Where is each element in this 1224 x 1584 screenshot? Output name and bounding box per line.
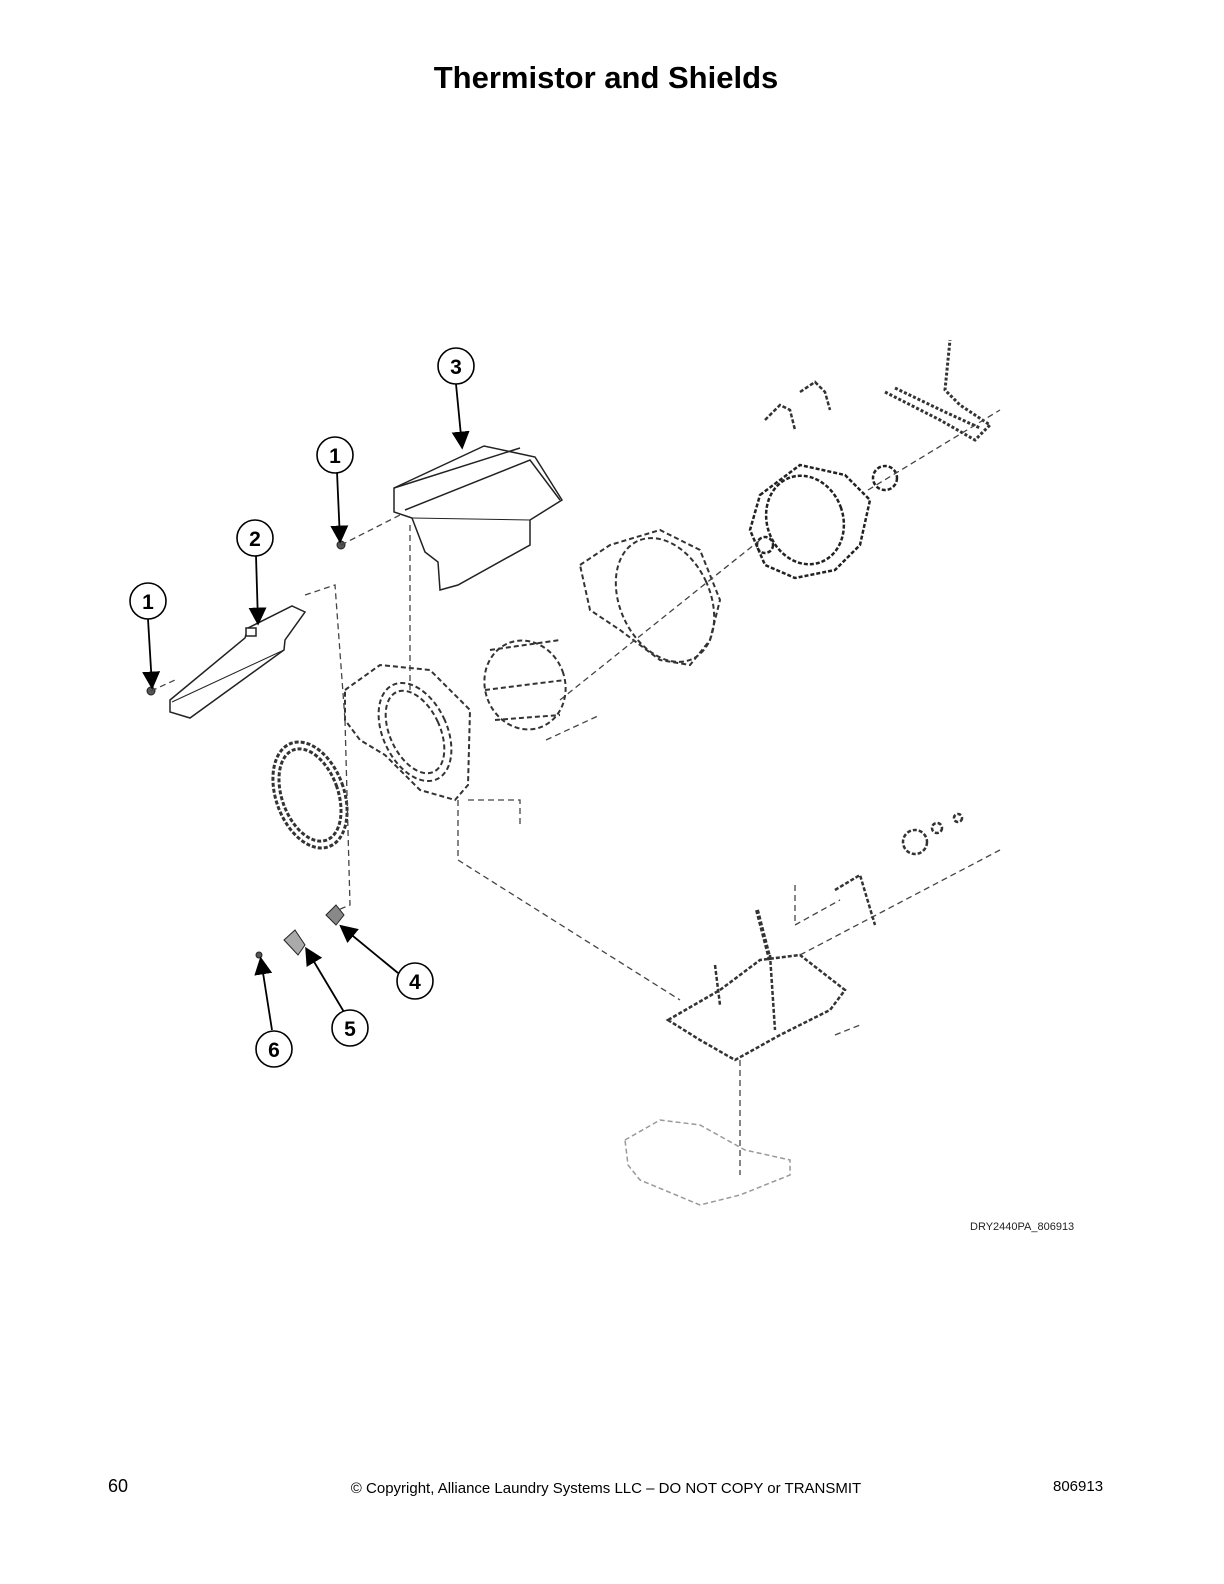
motor-part — [748, 463, 899, 580]
base-bracket-part — [624, 1119, 791, 1206]
upper-shield-part — [393, 445, 564, 591]
page-number: 60 — [108, 1476, 129, 1496]
callout-label: 3 — [450, 356, 462, 379]
blower-wheel-part — [483, 639, 567, 731]
callout-label: 1 — [329, 445, 341, 468]
document-number: 806913 — [1053, 1478, 1104, 1495]
idler-assembly-part — [665, 812, 964, 1062]
drive-belt-part — [884, 339, 993, 442]
callout-3: 3 — [437, 347, 475, 385]
callout-leaders — [142, 383, 470, 1031]
copyright-notice: © Copyright, Alliance Laundry Systems LL… — [350, 1480, 862, 1497]
callout-label: 2 — [249, 528, 261, 551]
assembly-lines — [150, 409, 1001, 1175]
thermostat-part — [325, 904, 345, 926]
callout-2: 2 — [236, 519, 274, 557]
callout-1: 1 — [316, 436, 354, 474]
thermistor-part — [283, 929, 306, 956]
motor-clip-part — [764, 380, 832, 431]
seal-ring-part — [271, 740, 349, 850]
screw-small-part — [255, 951, 263, 959]
callout-label: 6 — [268, 1039, 280, 1062]
blower-housing-part — [344, 663, 472, 802]
figure-id: DRY2440PA_806913 — [970, 1221, 1075, 1233]
page-title: Thermistor and Shields — [433, 60, 779, 95]
callout-label: 1 — [142, 591, 154, 614]
callout-1: 1 — [129, 582, 167, 620]
left-shield-part — [169, 605, 307, 719]
callout-label: 5 — [344, 1018, 356, 1041]
callout-4: 4 — [396, 962, 434, 1000]
callout-label: 4 — [409, 971, 421, 994]
fan-housing-part — [578, 528, 722, 667]
callout-5: 5 — [331, 1009, 369, 1047]
callout-6: 6 — [255, 1030, 293, 1068]
